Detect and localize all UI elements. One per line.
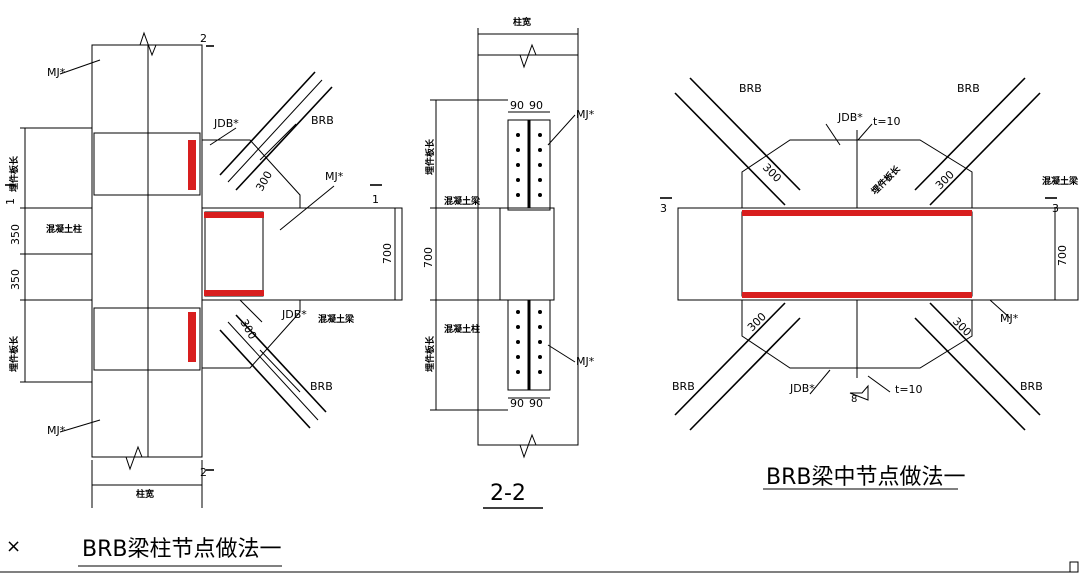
right-joint-drawing	[660, 77, 1079, 490]
label-concrete-column-2: 混凝土柱	[444, 323, 480, 335]
label-jdb-bottom-r: JDB*	[789, 382, 815, 395]
label-embed-len-bottom-2: 埋件板长	[424, 335, 436, 372]
label-dim-300-b: 300	[237, 317, 259, 342]
column-body	[91, 44, 203, 458]
beam-stud-zone	[204, 211, 264, 297]
label-dim-90-a: 90	[510, 99, 524, 112]
section-2-2-drawing	[430, 28, 579, 509]
left-joint-drawing	[5, 31, 403, 508]
column-break-top	[139, 31, 157, 57]
label-dim-300-a: 300	[253, 169, 275, 194]
label-dim-700-2: 700	[422, 247, 435, 268]
label-dim-300-a-r: 300	[760, 161, 784, 185]
label-weld-size: 8	[851, 394, 857, 405]
label-dim-90-d: 90	[529, 397, 543, 410]
label-mj-top: MJ*	[47, 66, 66, 79]
beam-body	[201, 207, 403, 301]
label-brb-tr: BRB	[957, 82, 980, 95]
label-mj-mid: MJ*	[325, 170, 344, 183]
label-col-width: 柱宽	[136, 488, 154, 500]
label-sec3-left: 3	[660, 202, 667, 215]
label-concrete-beam: 混凝土梁	[318, 313, 355, 325]
label-dim-90-b: 90	[529, 99, 543, 112]
beam-right	[677, 207, 1079, 301]
label-concrete-beam-r: 混凝土梁	[1042, 175, 1079, 187]
label-mj-r: MJ*	[1000, 312, 1019, 325]
embed-zone-right	[741, 211, 973, 297]
label-dim-90-c: 90	[510, 397, 524, 410]
label-dim-300-c-r: 300	[745, 310, 769, 334]
label-concrete-beam-2: 混凝土梁	[444, 195, 481, 207]
close-icon[interactable]: ×	[6, 536, 21, 557]
gusset-top	[201, 139, 301, 209]
label-concrete-column: 混凝土柱	[46, 223, 82, 235]
label-t10-bottom: t=10	[895, 383, 923, 396]
label-sec1-left: 1	[4, 198, 17, 205]
label-brb-tl: BRB	[739, 82, 762, 95]
gusset-bottom	[201, 299, 301, 369]
label-embed-len-r: 埋件板长	[869, 162, 904, 197]
label-t10-top: t=10	[873, 115, 901, 128]
label-dim-300-b-r: 300	[933, 168, 957, 192]
label-jdb-bottom: JDB*	[281, 308, 307, 321]
gusset-right-bottom	[741, 300, 973, 369]
label-jdb-top-r: JDB*	[837, 111, 863, 124]
label-brb-br: BRB	[1020, 380, 1043, 393]
beam-section	[499, 207, 555, 301]
label-col-width-2: 柱宽	[513, 16, 531, 28]
label-dim-700: 700	[381, 243, 394, 264]
label-dim-300-d-r: 300	[950, 315, 974, 339]
label-dim-350-a: 350	[9, 224, 22, 245]
embed-plate-top	[93, 132, 201, 196]
title-middle: 2-2	[490, 481, 526, 506]
label-sec2-top: 2	[200, 32, 207, 45]
label-embed-len-bottom: 埋件板长	[8, 335, 20, 372]
label-mj-bottom: MJ*	[47, 424, 66, 437]
label-mj-top-2: MJ*	[576, 108, 595, 121]
label-dim-350-b: 350	[9, 269, 22, 290]
label-sec1-right: 1	[372, 193, 379, 206]
gusset-right-top	[741, 139, 973, 208]
label-jdb-top: JDB*	[213, 117, 239, 130]
label-mj-bottom-2: MJ*	[576, 355, 595, 368]
label-brb-bl: BRB	[672, 380, 695, 393]
label-sec2-bottom: 2	[200, 466, 207, 479]
label-brb-top: BRB	[311, 114, 334, 127]
embed-plate-bottom	[93, 307, 201, 371]
label-brb-bottom: BRB	[310, 380, 333, 393]
label-embed-len-top-2: 埋件板长	[424, 138, 436, 175]
column-break-bottom	[125, 445, 143, 471]
title-left: BRB梁柱节点做法一	[82, 537, 281, 562]
label-embed-len-top: 埋件板长	[8, 155, 20, 192]
title-right: BRB梁中节点做法一	[766, 465, 965, 490]
label-sec3-right: 3	[1052, 202, 1059, 215]
label-dim-700-r: 700	[1056, 245, 1069, 266]
corner-marker	[1069, 561, 1079, 573]
